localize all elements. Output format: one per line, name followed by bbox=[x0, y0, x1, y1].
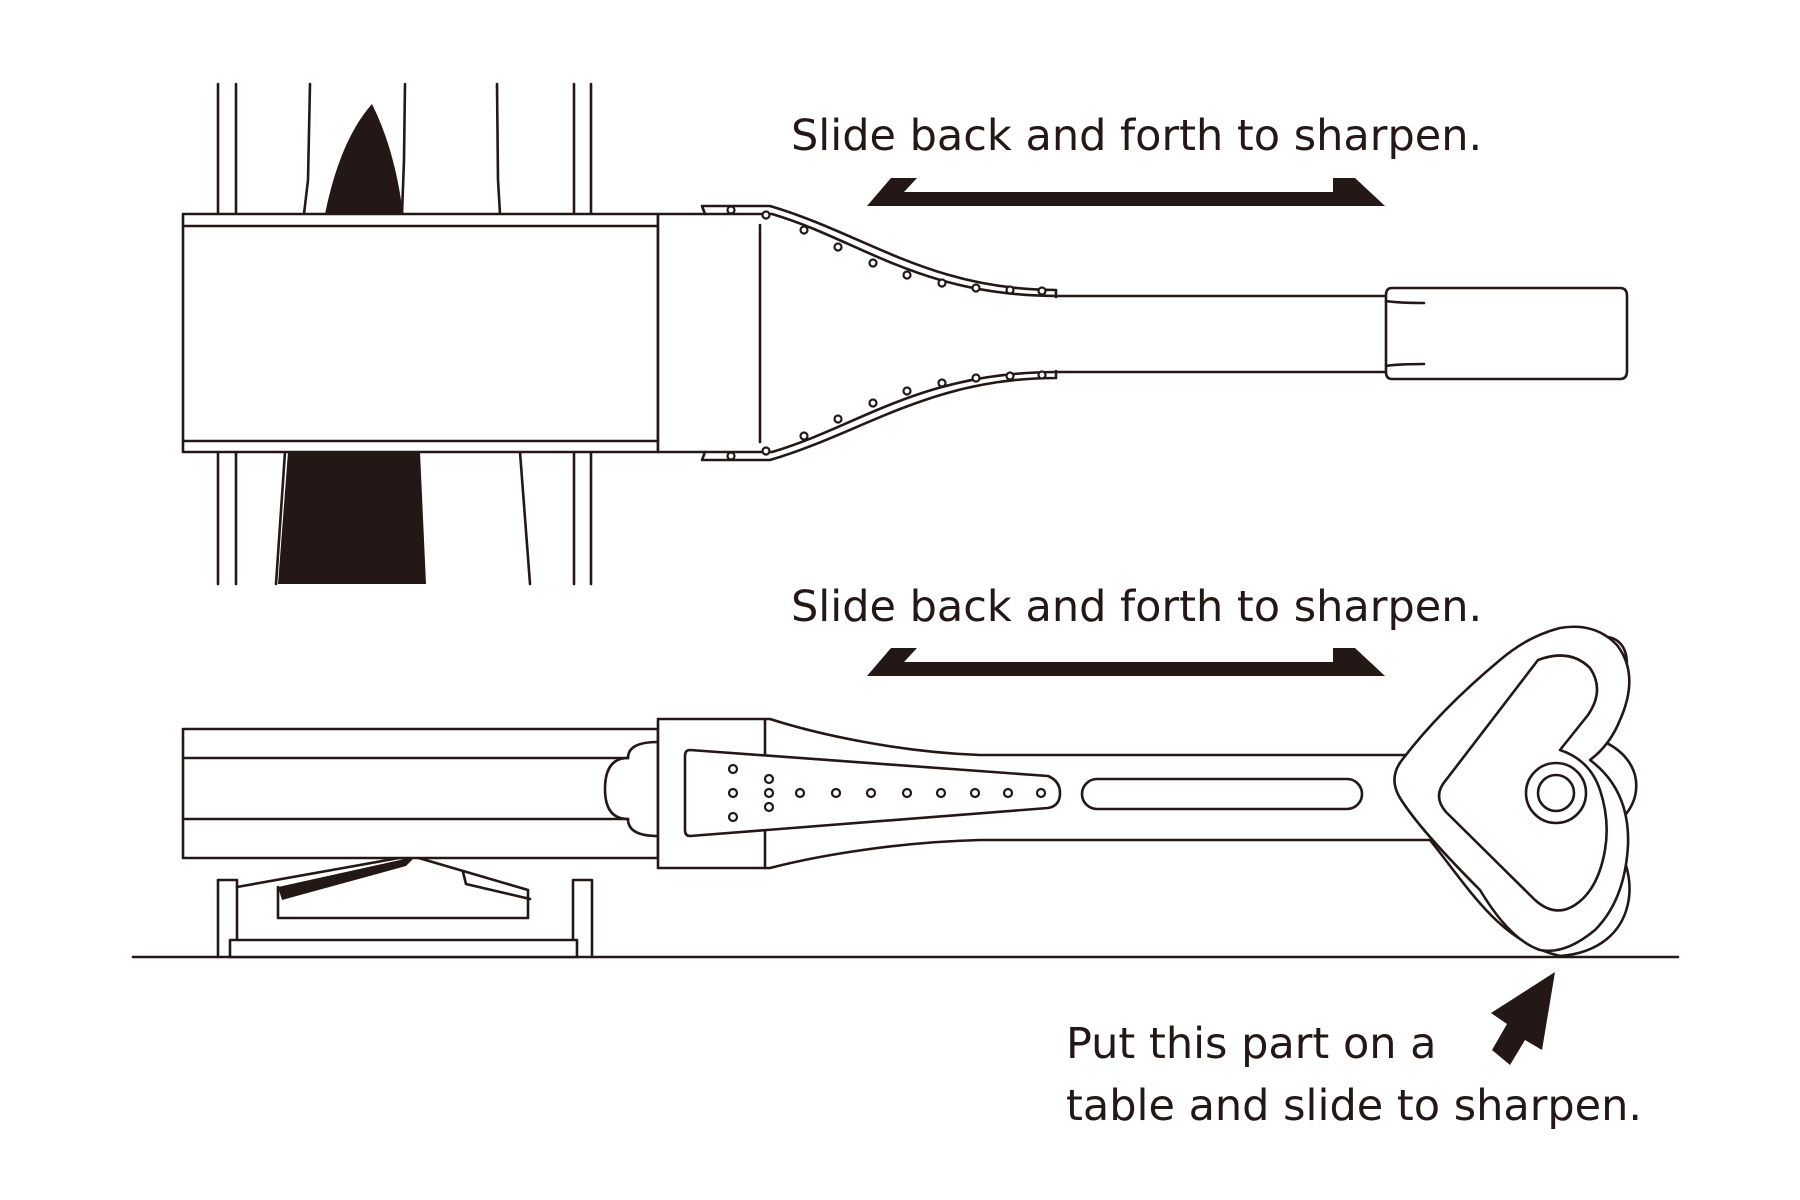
sharpener-stand bbox=[216, 854, 594, 959]
knife-blade-side-shape bbox=[278, 856, 416, 900]
sharpener-body-top bbox=[181, 212, 660, 454]
knife-blade-shape bbox=[278, 452, 426, 584]
sharpener-body-side bbox=[181, 727, 660, 860]
caption-table-note-line-1: Put this part on a bbox=[1066, 1019, 1437, 1069]
caption-slide-middle: Slide back and forth to sharpen. bbox=[791, 582, 1483, 632]
sharpener-handle-side bbox=[656, 625, 1638, 958]
slide-arrow-middle bbox=[867, 648, 1385, 676]
sharpener-handle-top bbox=[656, 204, 1629, 462]
caption-table-note-line-2: table and slide to sharpen. bbox=[1066, 1081, 1643, 1131]
slide-arrow-top bbox=[867, 178, 1385, 206]
pointer-arrow bbox=[1491, 972, 1555, 1065]
top-view bbox=[181, 82, 1629, 586]
side-view bbox=[131, 625, 1680, 1065]
knife-rails bbox=[216, 82, 593, 586]
caption-slide-top: Slide back and forth to sharpen. bbox=[791, 111, 1483, 161]
knife-tip-shape bbox=[325, 104, 403, 214]
